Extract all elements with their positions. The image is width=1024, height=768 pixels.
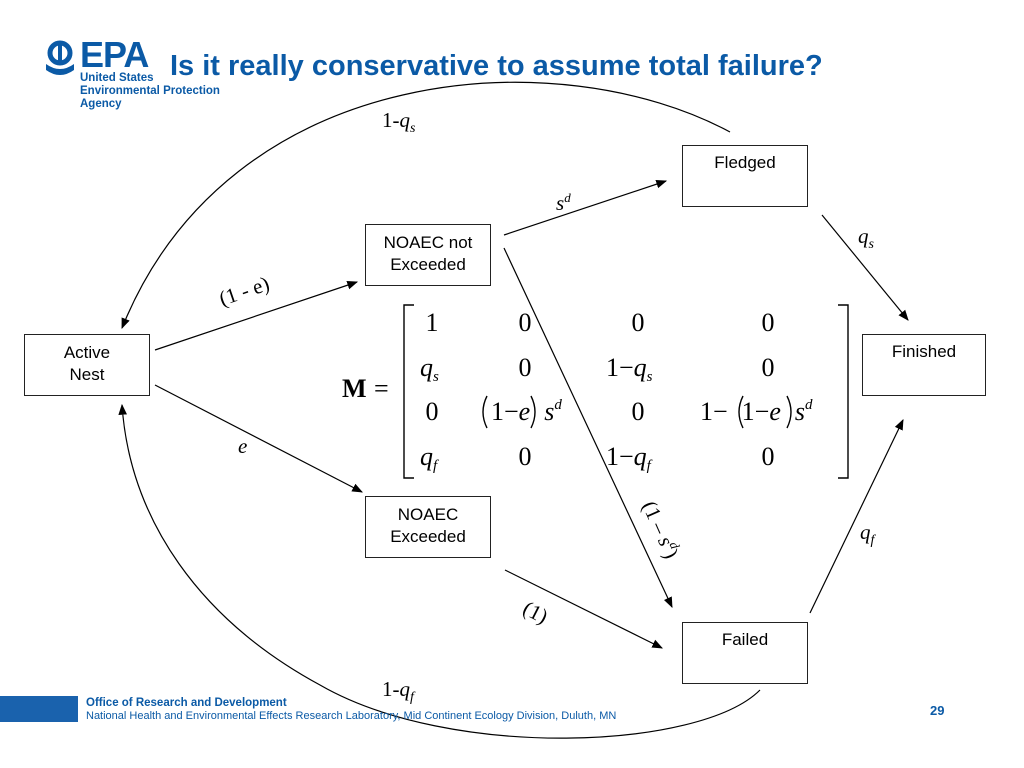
logo-line-2: Environmental Protection: [80, 85, 220, 97]
footer-office: Office of Research and Development: [86, 697, 287, 709]
node-noaec-exceeded-line2: Exceeded: [390, 527, 466, 546]
label-one-minus-sd: (1 – sd): [637, 496, 685, 562]
node-noaec-exceeded: NOAEC Exceeded: [365, 496, 491, 558]
label-qs: qs: [858, 224, 874, 253]
edge-exceeded-to-failed: [504, 569, 663, 649]
node-noaec-not-exceeded-line1: NOAEC not: [383, 233, 473, 252]
label-one-minus-qf: 1-qf: [382, 677, 414, 706]
node-finished-label: Finished: [891, 342, 957, 361]
paren-left-2: [738, 395, 744, 429]
edge-failed-to-active: [118, 403, 761, 739]
matrix-name: M: [342, 374, 367, 403]
node-finished: Finished: [862, 334, 986, 396]
label-e: e: [238, 434, 248, 458]
matrix-r2c1: qs: [420, 353, 439, 385]
node-active-nest: Active Nest: [24, 334, 150, 396]
epa-emblem-icon: [46, 40, 74, 75]
edge-not-exceeded-to-failed: [503, 247, 673, 608]
paren-right-1: [530, 395, 536, 429]
matrix-r1c1: 1: [426, 308, 439, 337]
matrix-r1c2: 0: [519, 308, 532, 337]
matrix-left-bracket: [403, 304, 414, 479]
logo-line-3: Agency: [80, 98, 122, 110]
node-noaec-exceeded-line1: NOAEC: [397, 505, 459, 524]
matrix-r2c4: 0: [762, 353, 775, 382]
edge-fledged-to-finished: [821, 214, 909, 321]
node-active-nest-line1: Active: [63, 343, 111, 362]
matrix-r3c1: 0: [426, 397, 439, 426]
footer-lab: National Health and Environmental Effect…: [86, 710, 617, 722]
epa-logo: EPA United States Environmental Protecti…: [42, 34, 232, 116]
node-noaec-not-exceeded: NOAEC not Exceeded: [365, 224, 491, 286]
logo-line-1: United States: [80, 72, 154, 84]
footer-bar: [0, 696, 78, 722]
matrix-r4c2: 0: [519, 442, 532, 471]
edge-fledged-to-active: [121, 81, 731, 330]
matrix-r4c1: qf: [420, 442, 439, 474]
matrix-equals: =: [374, 374, 389, 403]
label-qf: qf: [860, 520, 875, 549]
edge-active-to-exceeded: [154, 384, 363, 493]
page-number: 29: [930, 703, 945, 718]
node-failed-label: Failed: [721, 630, 769, 649]
matrix-r2c3: 1−qs: [606, 353, 653, 385]
matrix-r4c4: 0: [762, 442, 775, 471]
node-failed: Failed: [682, 622, 808, 684]
node-fledged-label: Fledged: [714, 153, 776, 172]
matrix-r3c3: 0: [632, 397, 645, 426]
edge-active-to-not-exceeded: [154, 281, 359, 351]
paren-right-2: [786, 395, 792, 429]
node-active-nest-line2: Nest: [69, 365, 105, 384]
matrix-r4c3: 1−qf: [606, 442, 653, 474]
node-fledged: Fledged: [682, 145, 808, 207]
matrix-r2c2: 0: [519, 353, 532, 382]
edge-not-exceeded-to-fledged: [503, 179, 668, 236]
paren-left-1: [482, 395, 488, 429]
label-sd: sd: [556, 190, 571, 215]
epa-logo-word: EPA: [80, 34, 149, 75]
matrix-r1c3: 0: [632, 308, 645, 337]
label-one-minus-qs: 1-qs: [382, 108, 416, 137]
slide-title: Is it really conservative to assume tota…: [170, 50, 823, 82]
edge-failed-to-finished: [809, 419, 904, 614]
matrix-r1c4: 0: [762, 308, 775, 337]
matrix-right-bracket: [838, 304, 849, 479]
node-noaec-not-exceeded-line2: Exceeded: [390, 255, 466, 274]
